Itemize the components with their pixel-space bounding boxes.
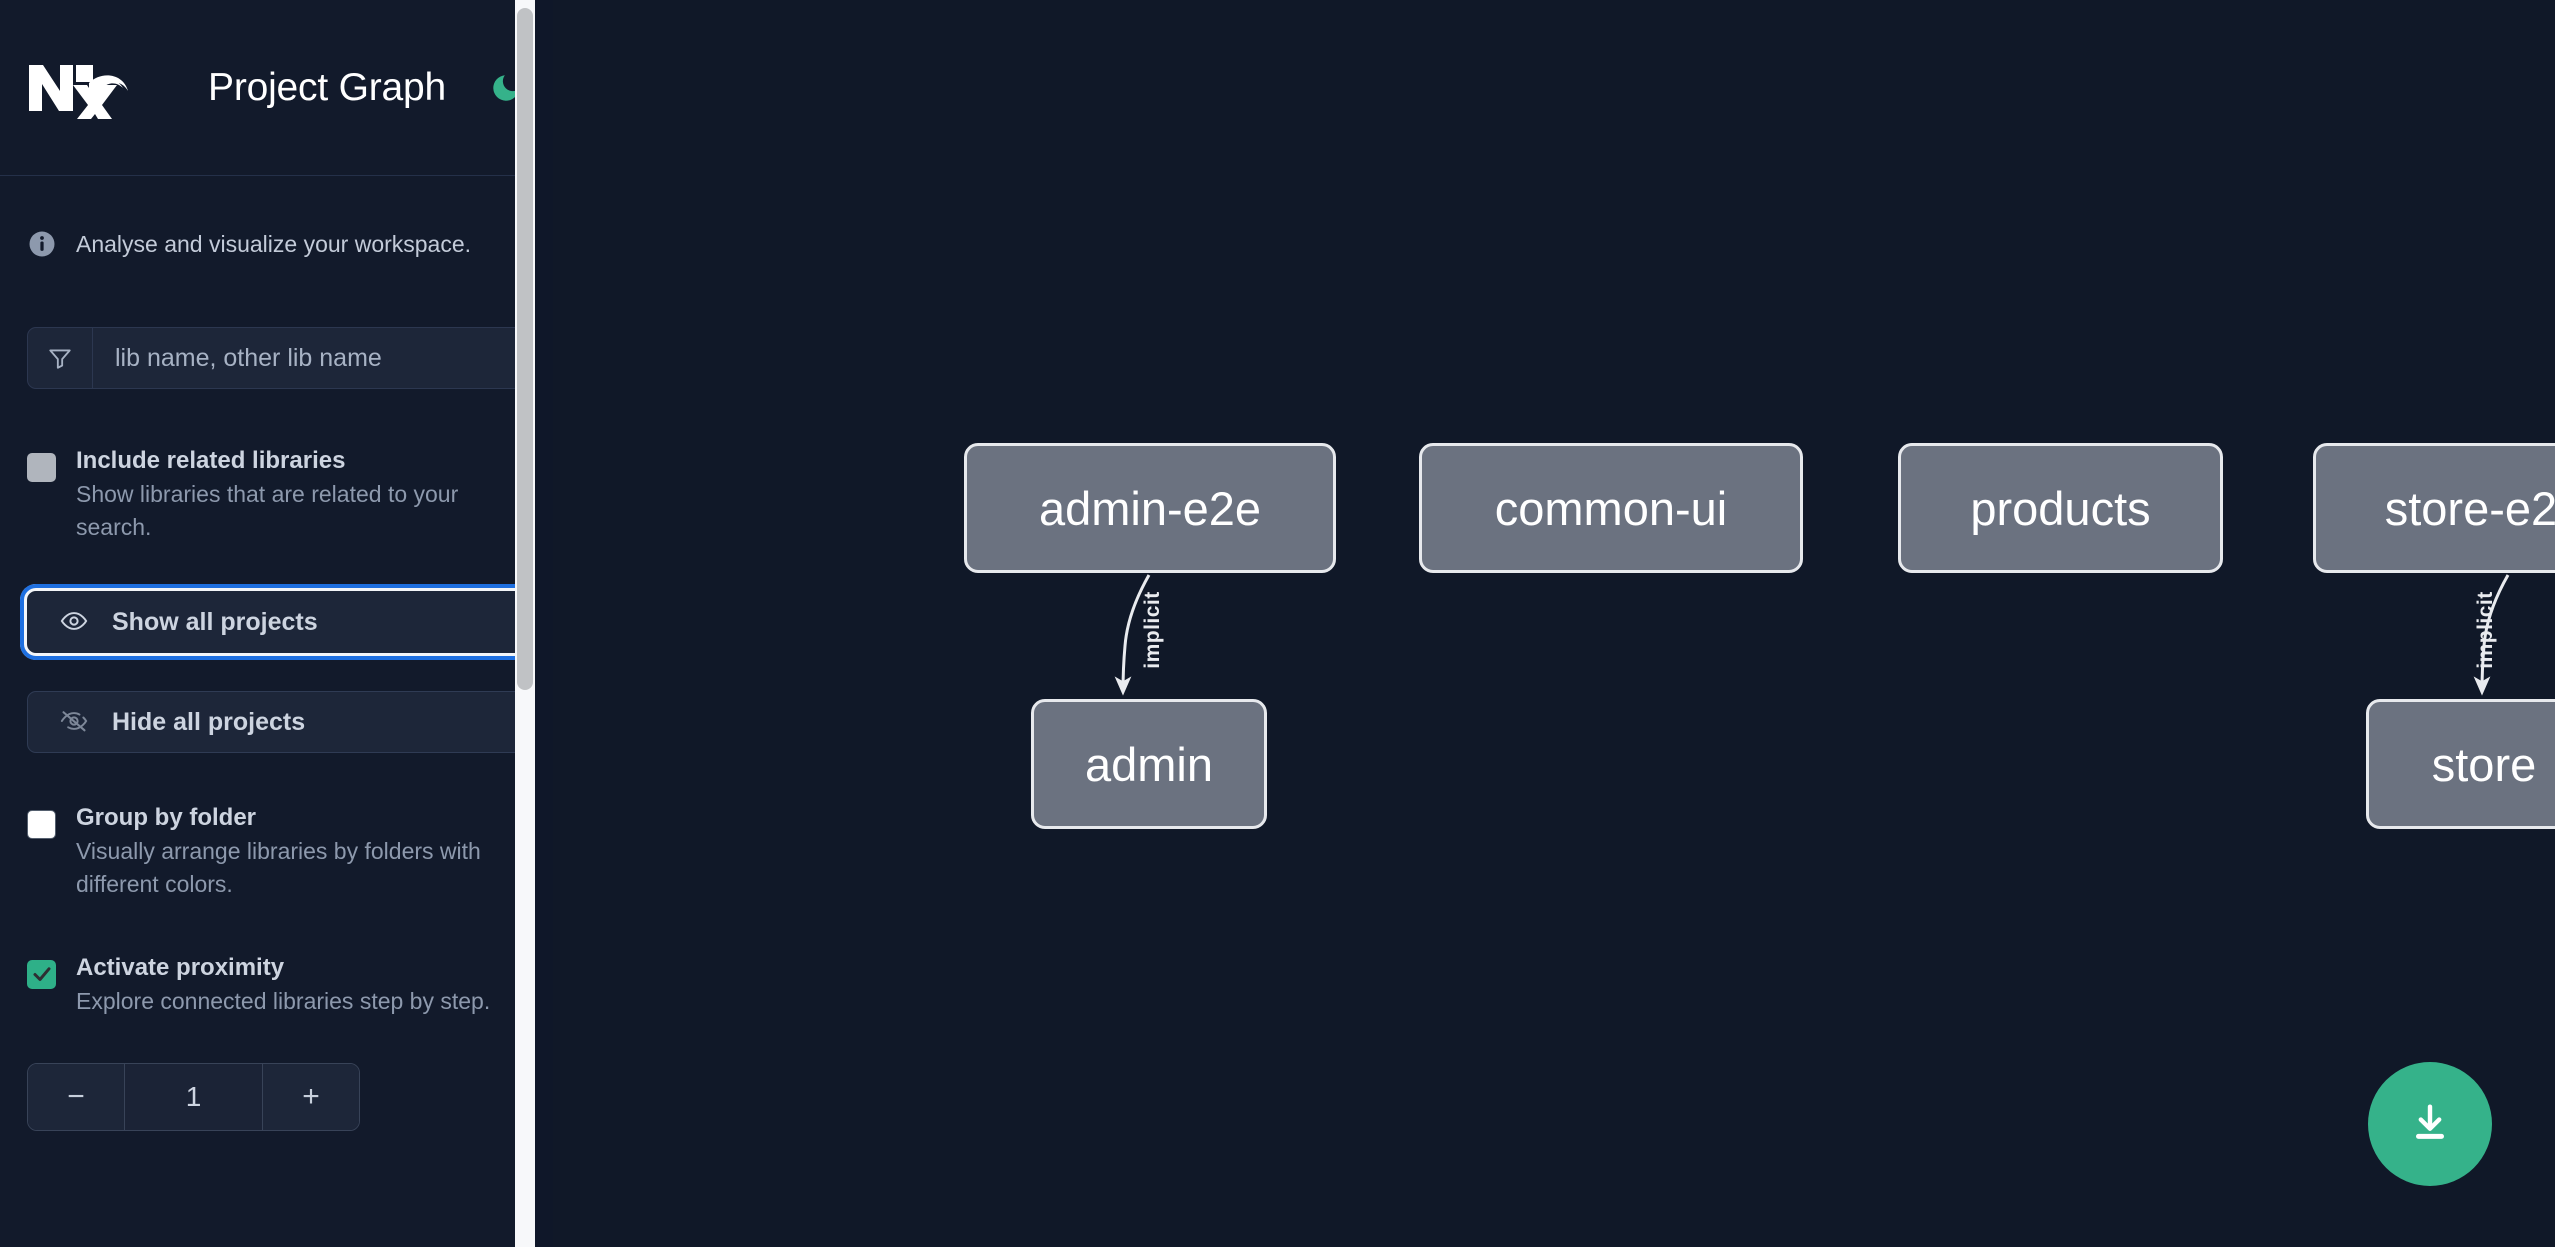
tagline-row: Analyse and visualize your workspace. <box>0 176 553 259</box>
button-label: Show all projects <box>112 607 318 636</box>
option-title: Include related libraries <box>76 447 346 474</box>
edge-label-admin-implicit: implicit <box>1141 591 1164 669</box>
sidebar-header: Project Graph <box>0 0 553 176</box>
option-description: Visually arrange libraries by folders wi… <box>76 838 481 898</box>
option-title: Group by folder <box>76 804 256 832</box>
proximity-decrement-button[interactable]: − <box>28 1063 125 1130</box>
show-all-projects-button[interactable]: Show all projects <box>20 584 533 661</box>
checkbox-activate-proximity[interactable] <box>27 959 56 989</box>
moon-icon[interactable] <box>484 66 528 110</box>
proximity-increment-button[interactable]: + <box>262 1063 359 1130</box>
sidebar-scrollbar-track[interactable] <box>515 0 535 1247</box>
sidebar-scrollbar-thumb[interactable] <box>517 8 533 690</box>
info-circle-icon <box>27 229 57 259</box>
option-description: Show libraries that are related to your … <box>76 481 459 540</box>
filter-funnel-icon <box>28 328 93 388</box>
graph-node-store[interactable]: store <box>2366 699 2555 829</box>
sidebar: Project Graph Analyse and visualize your… <box>0 0 553 1247</box>
option-include-related-libraries[interactable]: Include related libraries Show libraries… <box>0 444 553 543</box>
checkbox-group-by-folder[interactable] <box>27 810 56 840</box>
graph-node-common-ui[interactable]: common-ui <box>1419 443 1803 573</box>
download-graph-button[interactable] <box>2368 1062 2492 1186</box>
search-input[interactable] <box>93 328 525 388</box>
hide-all-projects-button[interactable]: Hide all projects <box>27 691 526 754</box>
page-title: Project Graph <box>208 65 447 109</box>
tagline-text: Analyse and visualize your workspace. <box>76 230 472 257</box>
button-label: Hide all projects <box>112 707 306 736</box>
proximity-stepper-wrap: − 1 + <box>0 1062 553 1131</box>
nx-logo-icon <box>27 57 129 119</box>
proximity-value[interactable]: 1 <box>125 1063 262 1130</box>
sidebar-body: Analyse and visualize your workspace. In… <box>0 176 553 1131</box>
option-title: Activate proximity <box>76 953 285 981</box>
option-activate-proximity[interactable]: Activate proximity Explore connected lib… <box>0 951 553 1018</box>
eye-off-icon <box>60 707 88 738</box>
edge-label-store-implicit: implicit <box>2474 591 2497 669</box>
graph-node-admin-e2e[interactable]: admin-e2e <box>964 443 1336 573</box>
visibility-button-group: Show all projects Hide all projects <box>0 584 553 754</box>
eye-icon <box>60 607 88 638</box>
sidebar-right-gap <box>535 0 553 1247</box>
option-description: Explore connected libraries step by step… <box>76 987 491 1014</box>
graph-node-admin[interactable]: admin <box>1031 699 1267 829</box>
download-icon <box>2407 1100 2453 1149</box>
search-filter-box[interactable] <box>27 327 526 389</box>
option-group-by-folder[interactable]: Group by folder Visually arrange librari… <box>0 801 553 900</box>
proximity-stepper: − 1 + <box>27 1062 360 1131</box>
checkbox-include-related-libraries[interactable] <box>27 453 56 482</box>
graph-node-store-e2e[interactable]: store-e2e <box>2313 443 2555 573</box>
button-spacer <box>27 653 526 691</box>
graph-edges-layer <box>1114 574 2510 696</box>
graph-canvas[interactable]: implicit implicit admin-e2e common-ui pr… <box>553 0 2555 1247</box>
graph-node-products[interactable]: products <box>1898 443 2223 573</box>
